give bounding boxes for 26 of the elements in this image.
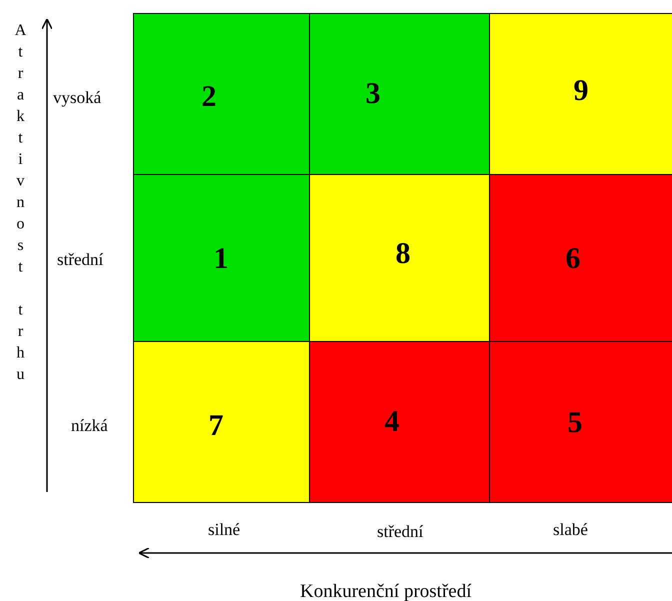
cell-number: 1: [214, 244, 228, 274]
matrix-cell: [309, 341, 490, 503]
column-label: střední: [377, 523, 424, 540]
cell-number: 5: [568, 408, 582, 438]
column-label: silné: [208, 521, 240, 538]
matrix-cell: [489, 341, 672, 503]
cell-number: 2: [202, 82, 216, 112]
matrix-cell: [133, 341, 310, 503]
matrix-cell: [133, 174, 310, 342]
row-label: nízká: [71, 417, 108, 434]
cell-number: 8: [396, 239, 410, 269]
cell-number: 6: [566, 244, 580, 274]
matrix-cell: [309, 174, 490, 342]
column-label: slabé: [553, 521, 588, 538]
cell-number: 3: [366, 79, 380, 109]
axis-title: Konkurenční prostředí: [300, 582, 472, 601]
cell-number: 4: [384, 407, 400, 437]
matrix-cell: [309, 13, 490, 175]
matrix-cell: [489, 174, 672, 342]
cell-number: 7: [208, 411, 224, 441]
matrix-cell: [489, 13, 672, 175]
cell-number: 9: [574, 76, 588, 106]
matrix-cell: [133, 13, 310, 175]
row-label: střední: [57, 251, 104, 268]
row-label: vysoká: [53, 89, 102, 106]
axis-title: Atraktivnost trhu: [11, 22, 30, 388]
